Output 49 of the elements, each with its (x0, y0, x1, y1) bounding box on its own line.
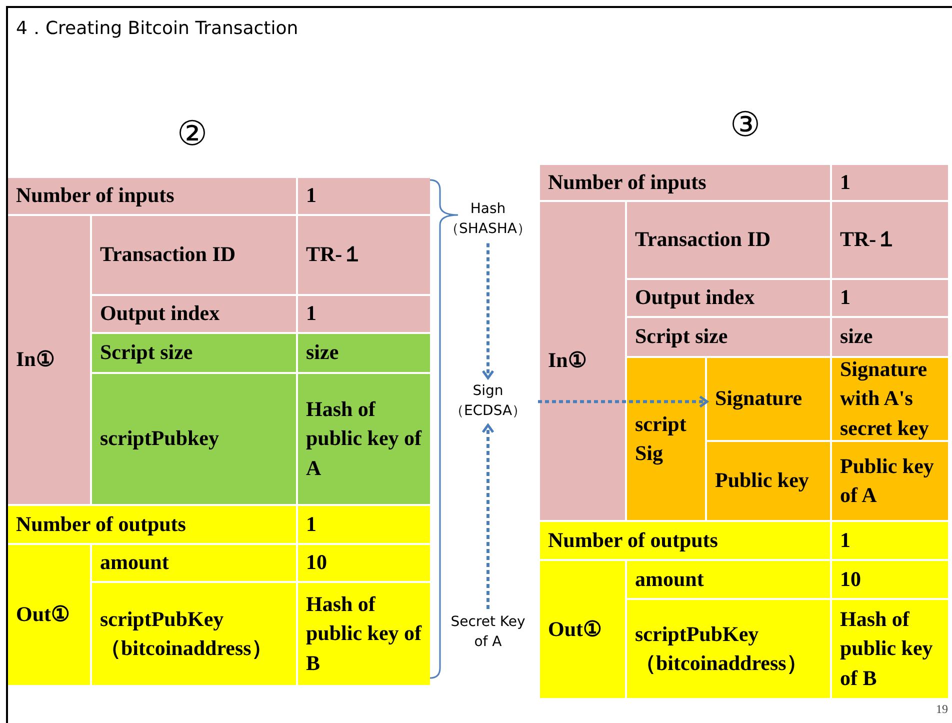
table-cell: Transaction ID (92, 216, 296, 294)
table-cell: 1 (298, 296, 430, 332)
table-cell: script Sig (627, 358, 705, 520)
table-cell: 1 (832, 522, 948, 559)
table-cell: amount (627, 561, 830, 598)
table-cell: Public key (707, 442, 830, 520)
table-cell: TR-１ (298, 216, 430, 294)
table-cell: In① (540, 202, 625, 520)
slide-title: 4．Creating Bitcoin Transaction (16, 17, 298, 40)
step-label: Sign （ECDSA） (438, 382, 538, 422)
step-label: Hash （SHASHA） (438, 200, 538, 240)
table-cell: 1 (298, 506, 430, 543)
table-cell: Number of inputs (8, 178, 296, 214)
dotted-arrow (482, 424, 494, 609)
table-cell: 1 (298, 178, 430, 214)
step-number: ② (177, 117, 208, 151)
table-cell: amount (92, 545, 296, 581)
table-cell: Signature with A's secret key (832, 358, 948, 440)
dotted-arrow (482, 243, 494, 380)
table-cell: Script size (92, 334, 296, 372)
table-cell: Script size (627, 318, 830, 356)
table-cell: scriptPubkey (92, 374, 296, 504)
table-cell: size (832, 318, 948, 356)
table-cell: Hash of public key of B (298, 583, 430, 685)
page-number: 19 (936, 702, 948, 717)
table-cell: Hash of public key of A (298, 374, 430, 504)
table-cell: Number of outputs (8, 506, 296, 543)
step-number: ③ (730, 108, 760, 142)
table-cell: Number of inputs (540, 165, 830, 200)
table-cell: Hash of public key of B (832, 600, 948, 698)
table-cell: 10 (298, 545, 430, 581)
dotted-arrow (538, 395, 708, 408)
table-cell: In① (8, 216, 90, 504)
table-cell: 1 (832, 280, 948, 316)
table-cell: Signature (707, 358, 830, 440)
table-cell: size (298, 334, 430, 372)
table-cell: Number of outputs (540, 522, 830, 559)
table-cell: 1 (832, 165, 948, 200)
table-cell: 10 (832, 561, 948, 598)
table-cell: scriptPubKey （bitcoinaddress） (92, 583, 296, 685)
table-cell: Output index (627, 280, 830, 316)
table-cell: Transaction ID (627, 202, 830, 278)
table-cell: Output index (92, 296, 296, 332)
step-label: Secret Key of A (446, 613, 530, 652)
table-cell: Out① (8, 545, 90, 685)
table-cell: scriptPubKey （bitcoinaddress） (627, 600, 830, 698)
table-cell: Public key of A (832, 442, 948, 520)
table-cell: Out① (540, 561, 625, 698)
table-cell: TR-１ (832, 202, 948, 278)
